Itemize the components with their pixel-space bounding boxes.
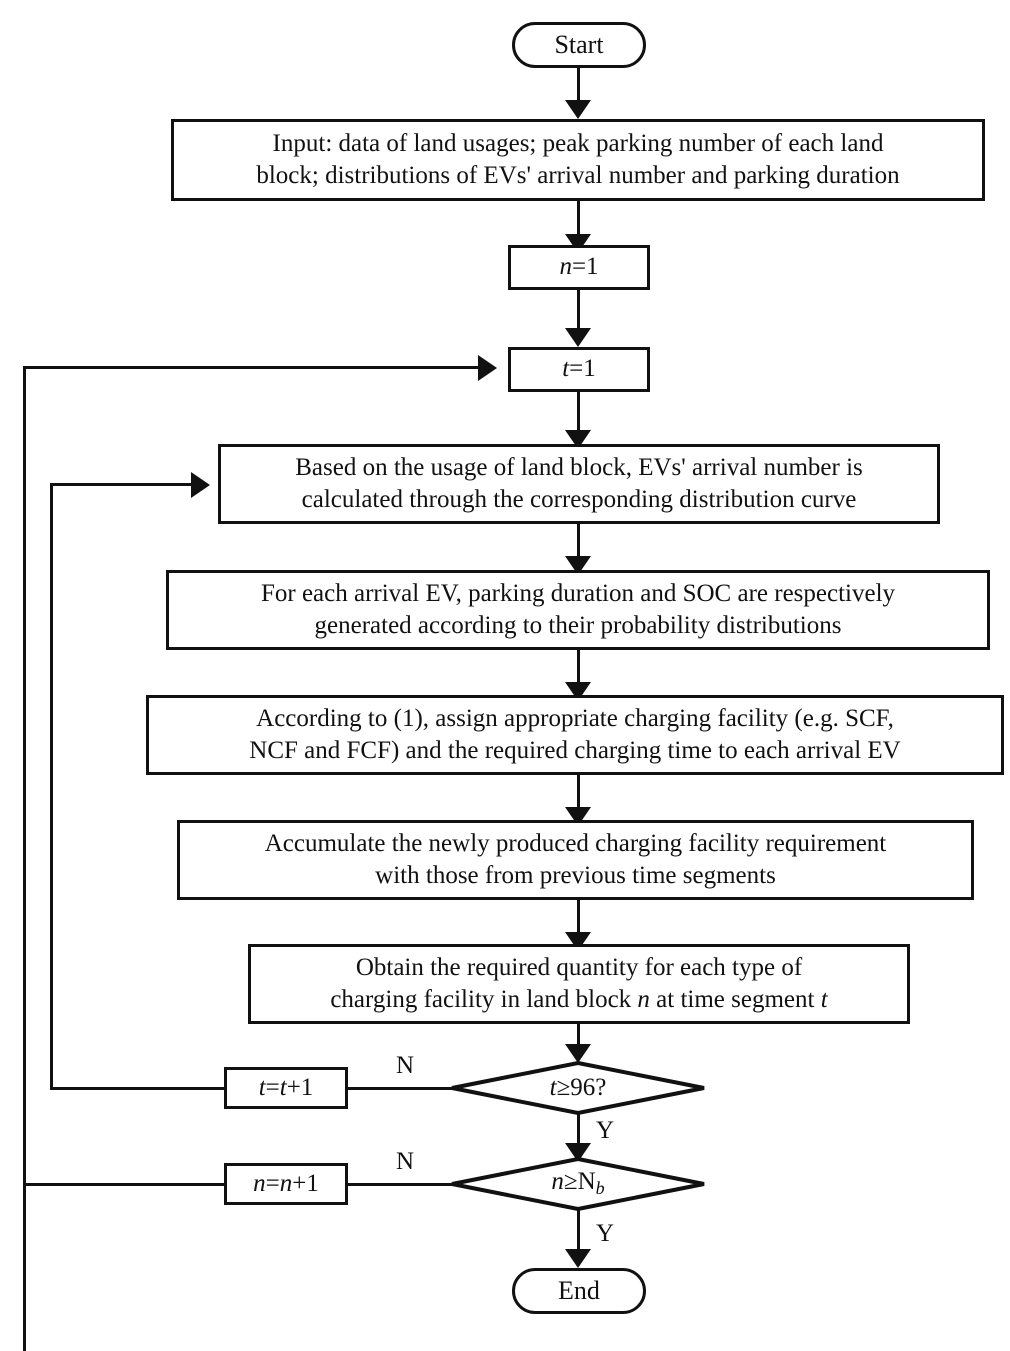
- accumulate-line-2: with those from previous time segments: [375, 862, 776, 889]
- input-process-box: Input: data of land usages; peak parking…: [171, 119, 985, 201]
- obtain-line-2: charging facility in land block n at tim…: [330, 984, 827, 1017]
- connector-duration-to-assign: [577, 650, 580, 688]
- connector-assign-to-accumulate: [577, 775, 580, 813]
- inner-loop-vertical-rail: [50, 483, 53, 1090]
- outer-loop-vertical-rail: [23, 366, 26, 1351]
- decision-n-no-branch-line: [347, 1183, 452, 1186]
- assign-line-1: According to (1), assign appropriate cha…: [256, 704, 894, 732]
- duration-line-2: generated according to their probability…: [314, 612, 842, 639]
- duration-line-1: For each arrival EV, parking duration an…: [260, 579, 896, 607]
- arrowhead-inner-loop-into-arrival: [191, 472, 210, 498]
- increment-t-label: t=t+1: [258, 1073, 314, 1101]
- decision-n-yes-label: Y: [596, 1220, 615, 1247]
- decision-t-diamond: t≥96?: [450, 1061, 706, 1115]
- connector-accumulate-to-obtain: [577, 900, 580, 938]
- start-label: Start: [554, 30, 604, 59]
- assign-line-2: NCF and FCF) and the required charging t…: [249, 737, 901, 764]
- decision-n-no-label: N: [396, 1148, 415, 1175]
- connector-start-to-input: [577, 68, 580, 102]
- arrowhead-obtain-to-decision-t: [565, 1044, 591, 1063]
- arrowhead-start-to-input: [565, 100, 591, 119]
- connector-decision-n-to-end: [577, 1209, 580, 1257]
- decision-t-label: t≥96?: [549, 1074, 607, 1101]
- input-line-2: block; distributions of EVs' arrival num…: [256, 162, 900, 189]
- init-n-box: n=1: [508, 245, 650, 290]
- connector-arrival-to-duration: [577, 524, 580, 562]
- end-label: End: [558, 1276, 600, 1305]
- arrowhead-init-n-to-init-t: [565, 328, 591, 347]
- end-terminator: End: [512, 1268, 646, 1314]
- connector-init-n-to-init-t: [577, 290, 580, 332]
- arrowhead-decision-t-to-decision-n: [565, 1143, 591, 1162]
- obtain-line-2-part-b: at time segment: [649, 986, 821, 1013]
- obtain-line-2-part-a: charging facility in land block: [330, 986, 638, 1013]
- accumulate-box: Accumulate the newly produced charging f…: [177, 820, 974, 900]
- increment-n-box: n=n+1: [224, 1163, 348, 1205]
- arrowhead-outer-loop-into-init-t: [478, 355, 497, 381]
- init-n-label: n=1: [559, 253, 599, 281]
- increment-n-label: n=n+1: [253, 1169, 319, 1197]
- decision-n-label: n≥Nb: [551, 1168, 605, 1199]
- connector-decision-t-to-decision-n: [577, 1113, 580, 1151]
- connector-init-t-to-arrival: [577, 392, 580, 434]
- arrival-number-box: Based on the usage of land block, EVs' a…: [218, 444, 940, 524]
- outer-loop-top-segment: [23, 366, 478, 369]
- connector-input-to-init-n: [577, 201, 580, 239]
- obtain-quantity-box: Obtain the required quantity for each ty…: [248, 944, 910, 1024]
- decision-n-diamond: n≥Nb: [450, 1157, 706, 1211]
- connector-obtain-to-decision-t: [577, 1024, 580, 1054]
- decision-t-no-label: N: [396, 1052, 415, 1079]
- accumulate-line-1: Accumulate the newly produced charging f…: [264, 829, 887, 857]
- init-t-box: t=1: [508, 347, 650, 392]
- inner-loop-top-segment: [50, 483, 191, 486]
- duration-soc-box: For each arrival EV, parking duration an…: [166, 570, 990, 650]
- arrival-line-2: calculated through the corresponding dis…: [301, 486, 857, 513]
- decision-t-yes-label: Y: [596, 1117, 615, 1144]
- start-terminator: Start: [512, 22, 646, 68]
- input-line-1: Input: data of land usages; peak parking…: [272, 129, 884, 157]
- increment-t-box: t=t+1: [224, 1067, 348, 1109]
- arrowhead-decision-n-to-end: [565, 1249, 591, 1268]
- arrival-line-1: Based on the usage of land block, EVs' a…: [295, 453, 863, 481]
- obtain-line-1: Obtain the required quantity for each ty…: [355, 953, 803, 981]
- init-t-label: t=1: [562, 355, 596, 383]
- obtain-var-n: n: [637, 986, 650, 1013]
- increment-n-to-outer-rail: [23, 1183, 226, 1186]
- increment-t-to-inner-rail: [50, 1087, 226, 1090]
- assign-facility-box: According to (1), assign appropriate cha…: [146, 695, 1004, 775]
- obtain-var-t: t: [820, 986, 828, 1013]
- decision-t-no-branch-line: [347, 1087, 452, 1090]
